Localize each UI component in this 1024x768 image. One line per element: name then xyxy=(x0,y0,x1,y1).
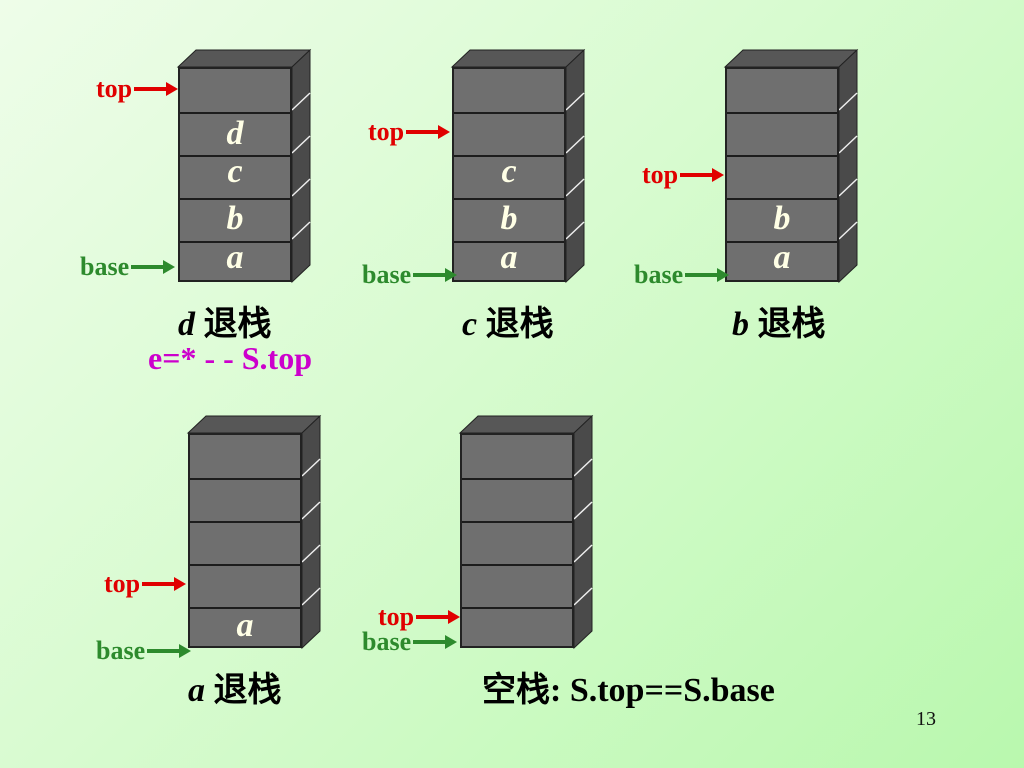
stack-3d-shading xyxy=(176,48,312,284)
stack-cell: c xyxy=(180,155,290,198)
top-pointer: top xyxy=(378,604,461,630)
stack-cell xyxy=(727,155,837,198)
stack-cell: a xyxy=(180,241,290,284)
caption-b-pop: b 退栈 xyxy=(732,306,826,343)
stack-cell xyxy=(462,521,572,564)
stack-cell xyxy=(190,521,300,564)
stack-cell xyxy=(462,478,572,521)
stack-cell xyxy=(190,564,300,607)
stack-cell xyxy=(190,435,300,478)
stack-cell xyxy=(180,69,290,112)
caption-empty-stack: 空栈: S.top==S.base xyxy=(482,672,775,709)
stack-front: c b a xyxy=(452,67,566,282)
arrow-right-icon xyxy=(134,82,179,96)
stack-3d-shading xyxy=(450,48,586,284)
stack-cell: a xyxy=(454,241,564,284)
stack-diagram-d-pop: d c b a xyxy=(176,48,312,284)
stack-3d-shading xyxy=(458,414,594,650)
stack-cell: b xyxy=(727,198,837,241)
stack-cell xyxy=(462,435,572,478)
arrow-right-icon xyxy=(413,635,458,649)
base-pointer: base xyxy=(634,262,730,288)
stack-diagram-b-pop: b a xyxy=(723,48,859,284)
arrow-right-icon xyxy=(131,260,176,274)
stack-cell: b xyxy=(180,198,290,241)
page-number: 13 xyxy=(916,708,936,730)
pop-formula: e=* - - S.top xyxy=(148,340,312,376)
base-pointer: base xyxy=(362,262,458,288)
stack-cell: a xyxy=(727,241,837,284)
stack-cell xyxy=(462,564,572,607)
top-pointer: top xyxy=(104,571,187,597)
arrow-right-icon xyxy=(413,268,458,282)
base-pointer: base xyxy=(80,254,176,280)
stack-front xyxy=(460,433,574,648)
stack-diagram-empty xyxy=(458,414,594,650)
caption-d-pop: d 退栈 xyxy=(178,306,272,343)
arrow-right-icon xyxy=(142,577,187,591)
base-pointer: base xyxy=(96,638,192,664)
caption-c-pop: c 退栈 xyxy=(462,306,554,343)
stack-diagram-c-pop: c b a xyxy=(450,48,586,284)
arrow-right-icon xyxy=(406,125,451,139)
stack-front: b a xyxy=(725,67,839,282)
stack-cell xyxy=(454,112,564,155)
base-pointer: base xyxy=(362,629,458,655)
stack-front: d c b a xyxy=(178,67,292,282)
arrow-right-icon xyxy=(685,268,730,282)
stack-cell: c xyxy=(454,155,564,198)
top-pointer: top xyxy=(368,119,451,145)
arrow-right-icon xyxy=(416,610,461,624)
stack-3d-shading xyxy=(723,48,859,284)
stack-cell xyxy=(727,69,837,112)
arrow-right-icon xyxy=(680,168,725,182)
stack-front: a xyxy=(188,433,302,648)
caption-a-pop: a 退栈 xyxy=(188,672,282,709)
stack-cell xyxy=(190,478,300,521)
stack-cell: a xyxy=(190,607,300,650)
stack-cell xyxy=(454,69,564,112)
stack-cell xyxy=(727,112,837,155)
stack-cell: b xyxy=(454,198,564,241)
top-pointer: top xyxy=(642,162,725,188)
stack-cell xyxy=(462,607,572,650)
stack-cell: d xyxy=(180,112,290,155)
stack-diagram-a-pop: a xyxy=(186,414,322,650)
arrow-right-icon xyxy=(147,644,192,658)
top-pointer: top xyxy=(96,76,179,102)
